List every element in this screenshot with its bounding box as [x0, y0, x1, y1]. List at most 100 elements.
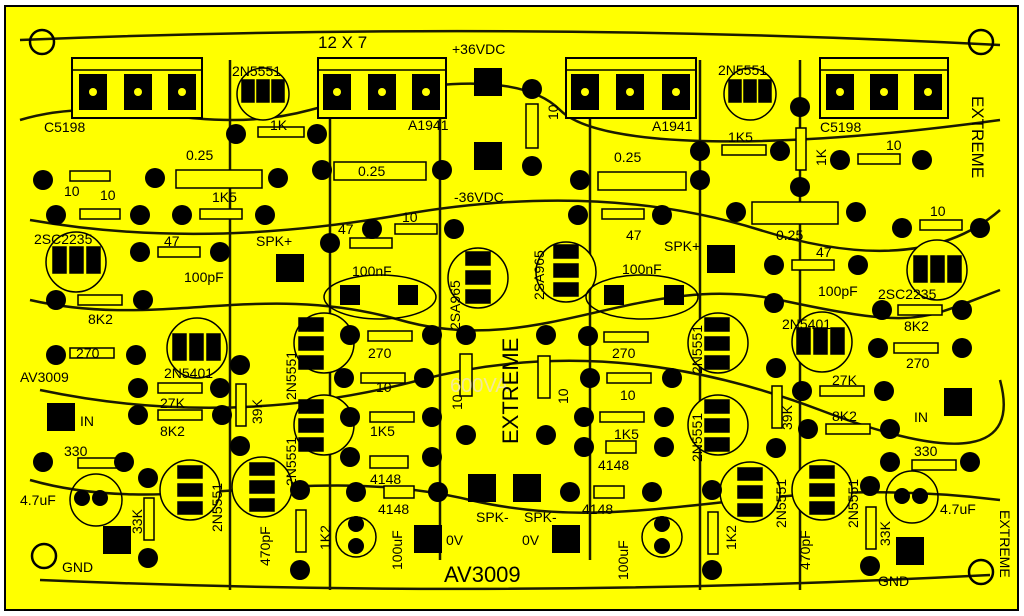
transistor-2n5401-left — [166, 317, 228, 379]
label-470pf-left: 470pF — [257, 526, 273, 566]
label-33k-left: 33K — [129, 508, 145, 534]
transistor-block-a1941-left — [317, 57, 447, 119]
label-gnd-right: GND — [878, 573, 909, 589]
label-0v-left: 0V — [446, 532, 464, 548]
label-spk-pos-right: SPK+ — [664, 238, 700, 254]
label-2sa965-right: 2SA965 — [531, 250, 547, 300]
pad-in-right — [944, 388, 972, 416]
label-10-top-right: 10 — [886, 137, 902, 153]
label-brand-center: EXTREME — [498, 338, 523, 444]
label-2sc2235-right: 2SC2235 — [878, 286, 937, 302]
transistor-2sc2235-left — [45, 231, 107, 293]
small-transistors — [45, 67, 968, 523]
mounting-holes — [28, 28, 995, 586]
label-100uf-left: 100uF — [389, 530, 405, 570]
pad-spk-pos-left — [276, 254, 304, 282]
label-47-left: 47 — [164, 233, 180, 249]
label-270-left: 270 — [76, 345, 100, 361]
watermark-label: 600VA — [450, 375, 509, 397]
label-brand-right-vertical: EXTREME — [968, 96, 987, 178]
mounting-hole-bottom-left — [30, 542, 58, 570]
pad-0v-right — [552, 525, 580, 553]
label-025-center-left: 0.25 — [358, 163, 385, 179]
transistor-2n5551-mid-left-a — [293, 312, 355, 374]
label-spk-neg-left: SPK- — [476, 509, 509, 525]
label-2n5551-vertical-d: 2N5551 — [689, 413, 705, 462]
square-pads — [47, 68, 972, 565]
capacitor-47uf-left-outline — [69, 473, 123, 527]
label-100pf-right: 100pF — [818, 283, 858, 299]
transistor-2n5551-mid-left-b — [293, 394, 355, 456]
transistor-2n5401-right — [791, 311, 853, 373]
transistor-2n5551-low-right-b — [791, 459, 853, 521]
mounting-hole-top-right — [967, 28, 995, 56]
transistor-2sa965-left — [447, 247, 509, 309]
label-10-a: 10 — [64, 183, 80, 199]
capacitor-100nf-right-outline — [585, 274, 699, 320]
label-100nf-left: 100nF — [352, 263, 392, 279]
label-brand-bottom-right: EXTREME — [997, 510, 1013, 578]
label-2sc2235-left: 2SC2235 — [34, 231, 93, 247]
label-47uf-right: 4.7uF — [940, 501, 976, 517]
pad-0v-left — [414, 525, 442, 553]
pad-in-left — [47, 403, 75, 431]
label-2n5401-right: 2N5401 — [782, 316, 831, 332]
label-av3009-left: AV3009 — [20, 369, 69, 385]
label-1k5-left: 1K5 — [212, 189, 237, 205]
label-10-b: 10 — [100, 187, 116, 203]
capacitor-100nf-left-outline — [323, 274, 437, 320]
label-8k2-left-a: 8K2 — [88, 311, 113, 327]
label-4148-c: 4148 — [598, 457, 629, 473]
label-4148-b: 4148 — [378, 501, 409, 517]
mounting-hole-bottom-right — [967, 558, 995, 586]
solder-pads — [33, 79, 990, 580]
label-2n5401-left: 2N5401 — [164, 365, 213, 381]
label-33k-right: 33K — [877, 520, 893, 546]
label-2n5551-top-left: 2N5551 — [232, 63, 281, 79]
label-2n5551-vertical-a: 2N5551 — [283, 351, 299, 400]
label-47-right: 47 — [816, 244, 832, 260]
resistor-bodies — [69, 103, 963, 555]
label-470pf-right: 470pF — [797, 530, 813, 570]
labels: 12 X 7 +36VDC -36VDC C5198 A1941 A1941 C… — [20, 33, 1013, 589]
label-10-vertical-center-right: 10 — [555, 388, 571, 404]
label-c5198-left: C5198 — [44, 119, 85, 135]
transistor-2n5551-low-right-a — [719, 461, 781, 523]
label-47uf-left: 4.7uF — [20, 492, 56, 508]
label-2n5551-vertical-e: 2N5551 — [209, 483, 225, 532]
label-2sa965-left: 2SA965 — [447, 280, 463, 330]
pad-spk-neg-left — [468, 474, 496, 502]
label-gnd-left: GND — [62, 559, 93, 575]
label-4148-d: 4148 — [582, 501, 613, 517]
label-pos-supply: +36VDC — [452, 41, 505, 57]
label-spk-pos-left: SPK+ — [256, 233, 292, 249]
label-neg-supply: -36VDC — [454, 189, 504, 205]
pad-spk-neg-right — [513, 474, 541, 502]
label-27k-left: 27K — [160, 395, 186, 411]
transistor-block-c5198-right — [819, 57, 949, 119]
transistor-2n5551-mid-right-b — [687, 394, 749, 456]
label-8k2-left-b: 8K2 — [160, 423, 185, 439]
label-27k-right: 27K — [832, 372, 858, 388]
label-100uf-right: 100uF — [615, 540, 631, 580]
label-47-center-left: 47 — [338, 221, 354, 237]
label-100pf-left: 100pF — [184, 269, 224, 285]
label-270-right: 270 — [906, 355, 930, 371]
label-10-center-b: 10 — [620, 387, 636, 403]
label-12x7: 12 X 7 — [318, 33, 367, 52]
label-in-right: IN — [914, 409, 928, 425]
pad-gnd-right — [896, 537, 924, 565]
pad-neg-supply — [474, 142, 502, 170]
label-a1941-right: A1941 — [652, 118, 693, 134]
mounting-hole-top-left — [28, 28, 56, 56]
label-025-left: 0.25 — [186, 147, 213, 163]
label-10-center-left: 10 — [402, 209, 418, 225]
label-av3009-bottom: AV3009 — [444, 562, 521, 587]
transistor-block-a1941-right — [565, 57, 697, 119]
transistor-2n5551-mid-right-a — [687, 312, 749, 374]
label-1k5-top-right: 1K5 — [728, 129, 753, 145]
transistor-2sc2235-right — [906, 239, 968, 301]
label-c5198-right: C5198 — [820, 119, 861, 135]
label-39k-left: 39K — [249, 398, 265, 424]
